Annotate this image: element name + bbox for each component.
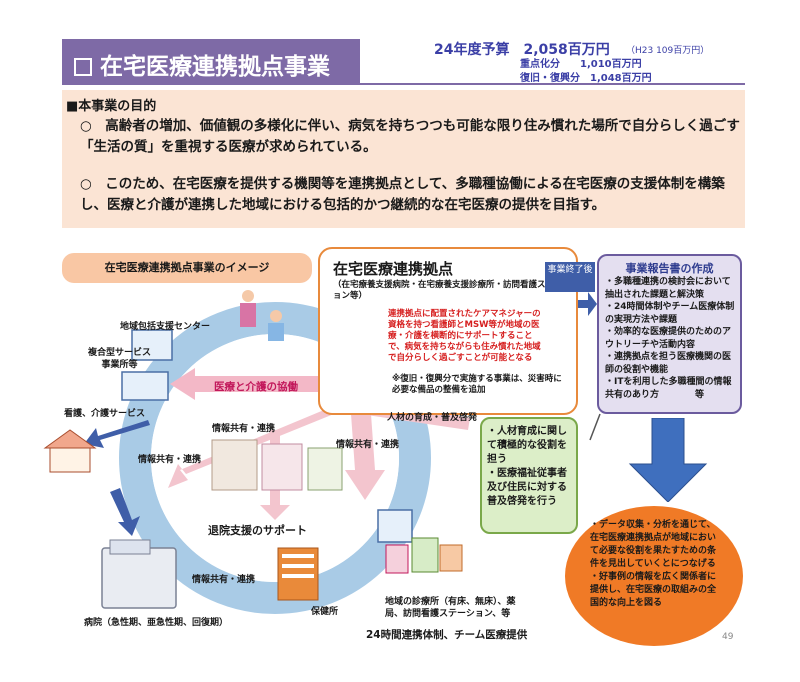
outcome-circle	[565, 506, 743, 646]
share-diagonal-arrow	[168, 395, 360, 488]
health-center-building	[277, 547, 319, 601]
label-discharge-support: 退院支援のサポート	[208, 524, 307, 537]
cooperation-arrow	[170, 368, 365, 400]
label-clinic: 地域の診療所（有床、無床）、薬 局、訪問看護ステーション、等	[385, 596, 516, 620]
label-health-center: 保健所	[311, 607, 339, 617]
report-title: 事業報告書の作成	[625, 262, 714, 275]
share-down-arrow	[345, 400, 385, 500]
page-title: 在宅医療連携拠点事業	[62, 39, 360, 85]
hospital-building	[101, 539, 177, 609]
base-title: 在宅医療連携拠点	[333, 260, 454, 278]
label-share: 情報共有・連携	[192, 575, 256, 585]
outcome-item: ・データ収集・分析を通じて、在宅医療連携拠点が地域において必要な役割を果たすため…	[590, 520, 717, 569]
hr-text: ・人材育成に関して積極的な役割を担う ・医療福祉従事者及び住民に対する普及啓発を…	[487, 425, 573, 509]
label-clinic-1: 地域の診療所（有床、無床）、薬	[385, 597, 516, 607]
hr-panel	[480, 417, 578, 534]
purpose-panel	[62, 90, 745, 228]
return-arrow	[110, 488, 140, 536]
budget-sub1-label: 重点化分	[520, 59, 560, 70]
square-icon	[74, 58, 92, 76]
budget-value: 2,058百万円	[523, 42, 610, 58]
purpose-heading: ■本事業の目的	[66, 99, 157, 114]
budget-sub2-value: 1,048百万円	[590, 73, 652, 84]
report-item: ・効率的な医療提供のためのアウトリーチや活動内容	[605, 327, 732, 350]
report-panel	[597, 254, 742, 414]
clinic-building	[377, 509, 463, 574]
outcome-item: ・好事例の情報を広く関係者に提供し、在宅医療の取組みの全国的な向上を図る	[590, 572, 717, 608]
page-number: 49	[722, 632, 734, 642]
report-list: ・多職種連携の検討会において抽出された課題と解決策 ・24時間体制やチーム医療体…	[605, 276, 739, 401]
label-day-service-2: 事業所等	[101, 360, 138, 370]
care-staff-figures	[240, 290, 284, 341]
budget-sub1-value: 1,010百万円	[580, 59, 642, 70]
purpose-paragraph-2: ○ このため、在宅医療を提供する機関等を連携拠点として、多職種協働による在宅医療…	[80, 176, 725, 213]
image-label: 在宅医療連携拠点事業のイメージ	[62, 253, 312, 283]
report-item: ・多職種連携の検討会において抽出された課題と解決策	[605, 277, 731, 300]
budget-sub-priority: 重点化分 1,010百万円	[520, 55, 642, 70]
meeting-figures	[211, 439, 343, 491]
hr-item: ・人材育成に関して積極的な役割を担う	[487, 426, 567, 465]
budget-previous: （H23 109百万円）	[626, 46, 710, 56]
hr-item: ・医療福祉従事者及び住民に対する普及啓発を行う	[487, 468, 567, 507]
label-share: 情報共有・連携	[212, 424, 276, 434]
label-care-center: 地域包括支援センター	[120, 322, 211, 332]
page-title-text: 在宅医療連携拠点事業	[100, 54, 330, 80]
label-24h-system: 24時間連携体制、チーム医療提供	[366, 629, 528, 641]
down-arrow-icon	[628, 418, 708, 502]
budget-sub2-label: 復旧・復興分	[520, 73, 580, 84]
report-item: ・連携拠点を担う医療機関の医師の役割や機能	[605, 352, 732, 375]
budget-sub-recovery: 復旧・復興分 1,048百万円	[520, 69, 652, 84]
purpose-paragraph-1: ○ 高齢者の増加、価値観の多様化に伴い、病気を持ちつつも可能な限り住み慣れた場所…	[80, 118, 740, 155]
report-item: ・24時間体制やチーム医療体制の実現方法や課題	[605, 302, 735, 325]
label-clinic-2: 局、訪問看護ステーション、等	[385, 609, 511, 619]
base-note: ※復旧・復興分で実施する事業は、災害時に必要な備品の整備を追加	[392, 374, 562, 395]
label-day-service: 複合型サービス 事業所等	[88, 347, 151, 371]
label-cooperation: 医療と介護の協働	[214, 381, 298, 393]
report-line	[589, 413, 601, 441]
budget-label: 24年度予算	[434, 42, 510, 58]
label-nursing: 看護、介護サービス	[64, 409, 146, 419]
budget-panel	[360, 39, 745, 85]
service-arrow	[84, 420, 150, 448]
report-item: ・ITを利用した多職種間の情報共有のあり方 等	[605, 377, 732, 400]
base-panel	[318, 247, 578, 415]
house-building	[43, 429, 97, 473]
report-arrow	[578, 292, 597, 316]
label-day-service-1: 複合型サービス	[88, 348, 152, 358]
after-project-label: 事業終了後	[545, 262, 595, 292]
base-subtitle: （在宅療養支援病院・在宅療養支援診療所・訪問看護ステーション等）	[333, 280, 571, 301]
care-center-building	[121, 329, 173, 401]
outcome-text: ・データ収集・分析を通じて、在宅医療連携拠点が地域において必要な役割を果たすため…	[590, 519, 718, 610]
label-share: 情報共有・連携	[138, 455, 202, 465]
label-hospital: 病院（急性期、亜急性期、回復期）	[84, 618, 229, 628]
label-human-resources: 人材の育成・普及啓発	[387, 413, 478, 423]
label-share: 情報共有・連携	[336, 440, 400, 450]
base-description: 連携拠点に配置されたケアマネジャーの資格を持つ看護師とMSW等が地域の医療・介護…	[388, 309, 541, 363]
budget-main: 24年度予算 2,058百万円	[434, 39, 610, 59]
